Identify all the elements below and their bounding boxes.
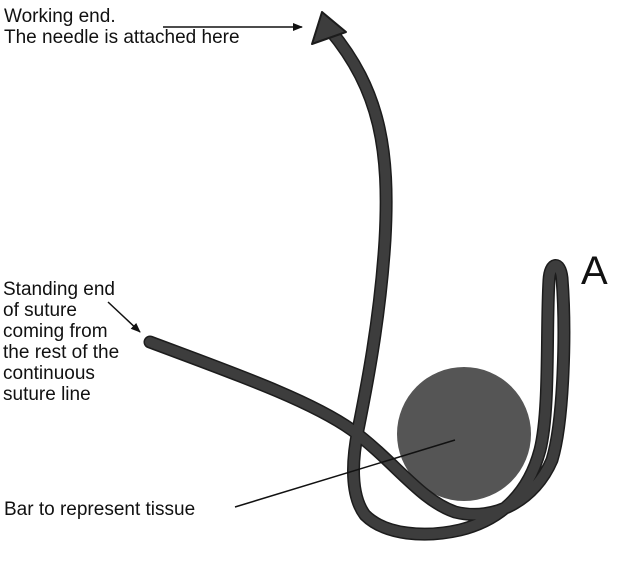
standing-end-pointer-arrow: [107, 301, 141, 333]
bar-pointer-line: [234, 439, 456, 508]
standing-end-label-line: continuous: [3, 363, 95, 384]
standing-end-label-line: Standing end: [3, 279, 115, 300]
point-a-label: A: [581, 249, 608, 293]
standing-end-label-line: of suture: [3, 300, 77, 321]
standing-end-label-line: the rest of the: [3, 342, 120, 363]
standing-end-label-line: suture line: [3, 384, 91, 405]
standing-end-label: Standing end of suture coming from the r…: [3, 279, 119, 405]
working-end-label-line: The needle is attached here: [4, 27, 240, 48]
tissue-bar: [397, 367, 531, 501]
working-end-label-line: Working end.: [4, 6, 116, 27]
standing-end-label-line: coming from: [3, 321, 108, 342]
working-end-label: Working end. The needle is attached here: [4, 6, 240, 48]
working-end-arrowhead: [311, 11, 347, 45]
tissue-bar-label: Bar to represent tissue: [4, 499, 196, 520]
suture-strand: [145, 25, 569, 540]
